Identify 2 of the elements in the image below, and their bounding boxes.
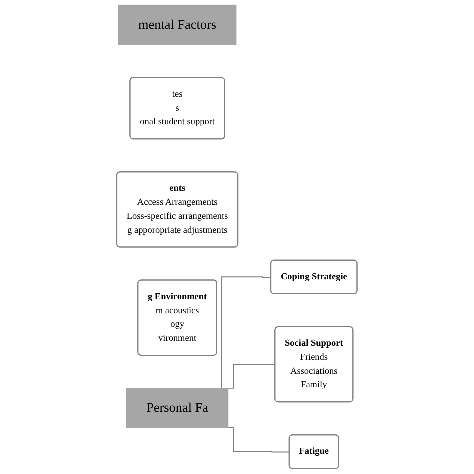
node-box: mental Factors xyxy=(118,4,237,46)
node-box: Personal Fa xyxy=(126,388,228,428)
